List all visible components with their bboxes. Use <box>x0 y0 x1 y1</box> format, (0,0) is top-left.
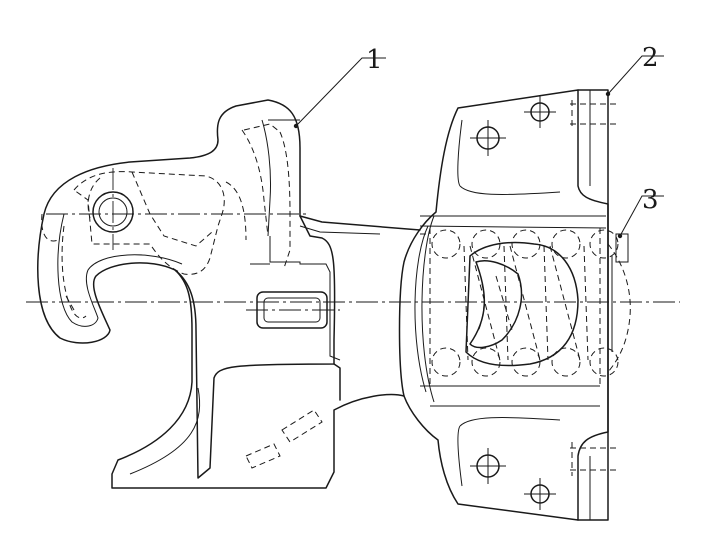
center-lines <box>26 168 680 311</box>
yoke-frame-part-2 <box>398 89 620 521</box>
spring-pack <box>431 229 631 377</box>
callout-2: 2 <box>605 43 664 97</box>
callout-2-label: 2 <box>642 43 659 73</box>
callout-3: 3 <box>617 185 664 239</box>
knuckle-body-part-1 <box>37 99 421 489</box>
callout-1-label: 1 <box>366 45 383 75</box>
callout-1: 1 <box>293 45 386 129</box>
callout-3-label: 3 <box>642 185 659 215</box>
